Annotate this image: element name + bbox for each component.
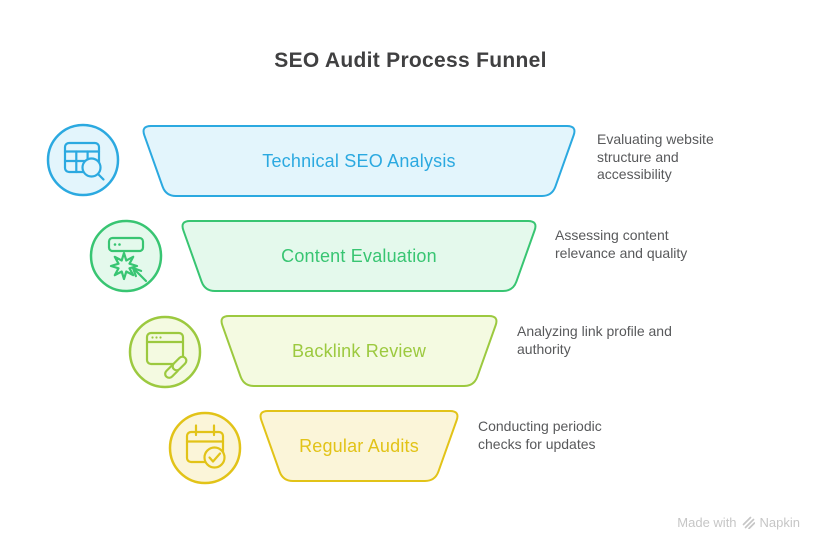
- funnel-stage-shape: [181, 220, 537, 292]
- funnel-stage-label: Technical SEO Analysis: [262, 150, 456, 171]
- funnel-stage-shape: [259, 410, 459, 482]
- calendar-check-icon: [168, 411, 242, 485]
- stage-description: Conducting periodic checks for updates: [478, 418, 602, 452]
- funnel-stage-label: Content Evaluation: [281, 245, 437, 266]
- watermark-made-with-text: Made with: [677, 515, 737, 530]
- funnel-stage-label: Backlink Review: [291, 340, 427, 361]
- funnel-stage-label: Regular Audits: [299, 435, 419, 456]
- browser-link-icon: [128, 315, 202, 389]
- watermark-brand-text: Napkin: [759, 515, 800, 530]
- funnel-stage-shape: [142, 125, 576, 197]
- table-search-icon: [46, 123, 120, 197]
- napkin-watermark[interactable]: Made with Napkin: [677, 515, 800, 530]
- funnel-stage-shape: [220, 315, 498, 387]
- page-title: SEO Audit Process Funnel: [274, 49, 547, 72]
- stage-description: Evaluating website structure and accessi…: [597, 131, 714, 182]
- stage-description: Analyzing link profile and authority: [517, 323, 672, 357]
- napkin-logo-icon: [742, 516, 755, 529]
- click-interaction-icon: [89, 219, 163, 293]
- stage-description: Assessing content relevance and quality: [555, 227, 688, 261]
